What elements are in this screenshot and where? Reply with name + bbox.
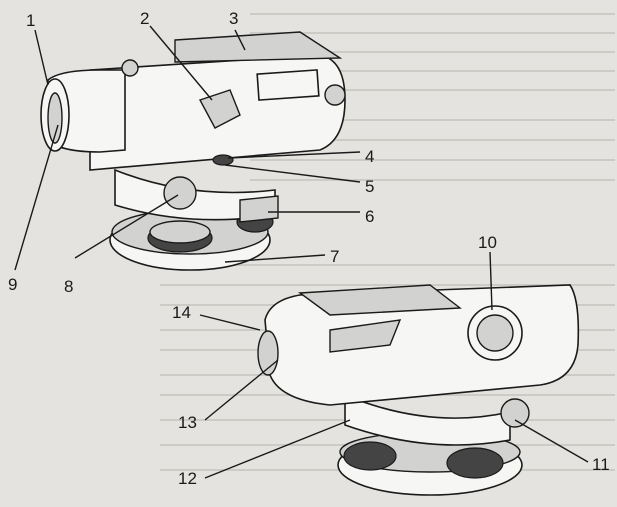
horizontal-circle-b xyxy=(344,393,511,446)
leveling-screw-b1 xyxy=(343,441,397,471)
top-cover-a xyxy=(174,31,343,63)
gunsight-a xyxy=(198,89,241,129)
callout-13: 13 xyxy=(178,413,197,432)
callout-9: 9 xyxy=(8,275,17,294)
instrument-b xyxy=(257,284,580,496)
callout-11: 11 xyxy=(592,455,610,474)
callout-1: 1 xyxy=(26,11,35,30)
top-cover-b xyxy=(298,284,462,316)
callout-10: 10 xyxy=(478,233,497,252)
callout-3: 3 xyxy=(229,9,238,28)
instrument-a xyxy=(40,31,346,271)
callout-8: 8 xyxy=(64,277,73,296)
callout-labels: 1 2 3 4 5 6 7 8 9 10 11 12 13 14 xyxy=(8,9,610,488)
callout-12: 12 xyxy=(178,469,197,488)
leader-lines xyxy=(14,25,589,479)
horizontal-motion-knob-b xyxy=(500,398,530,428)
callout-5: 5 xyxy=(365,177,374,196)
horizontal-motion-knob-a xyxy=(163,176,197,210)
circular-level-a xyxy=(212,154,234,166)
leveling-screw-b2 xyxy=(446,447,504,479)
callout-14: 14 xyxy=(172,303,191,322)
callout-4: 4 xyxy=(365,147,374,166)
callout-7: 7 xyxy=(330,247,339,266)
callout-6: 6 xyxy=(365,207,374,226)
callout-2: 2 xyxy=(140,9,149,28)
